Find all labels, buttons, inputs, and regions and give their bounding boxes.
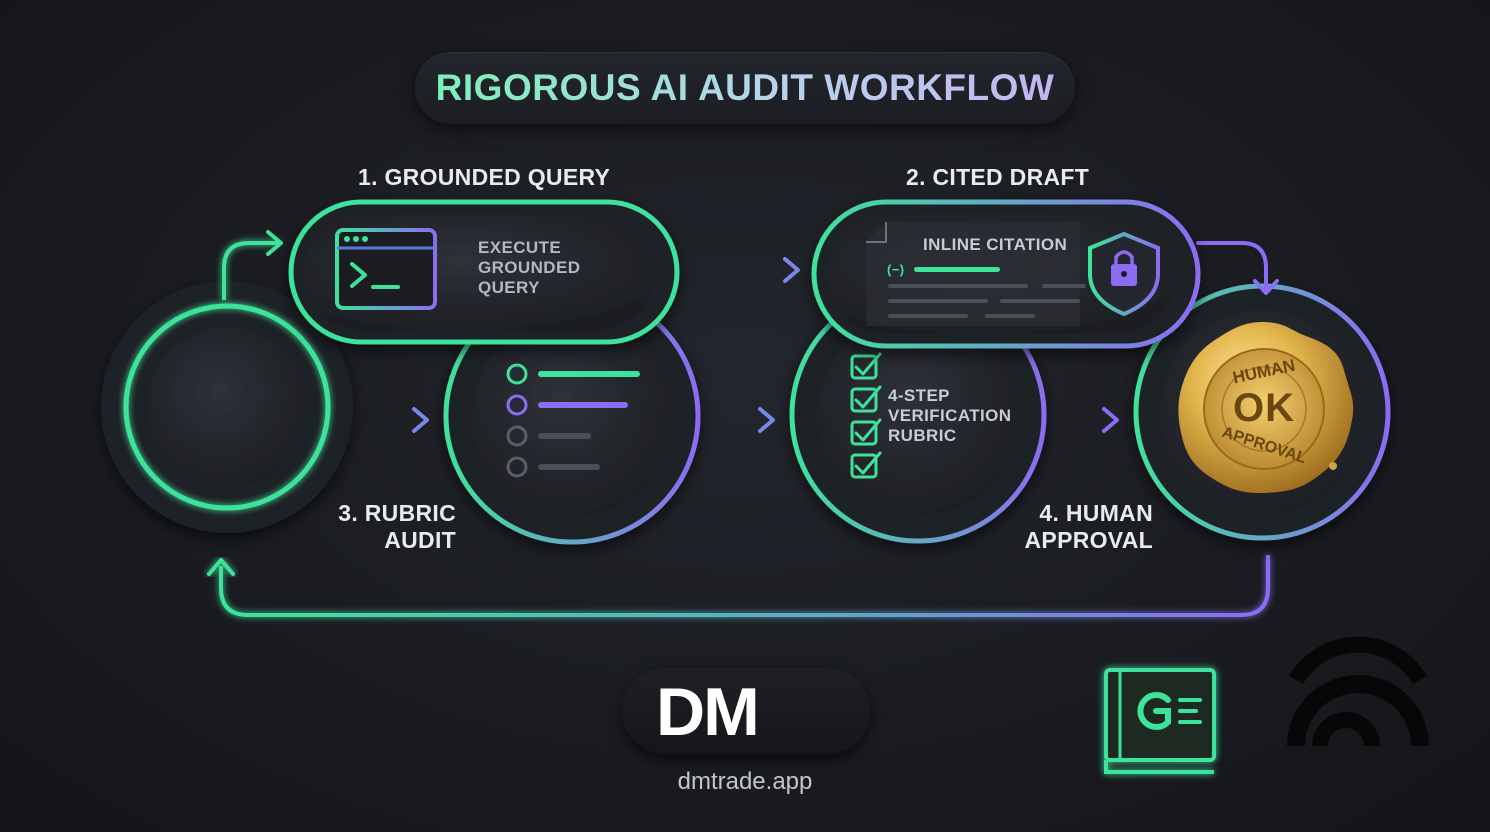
step-2-label: 2. CITED DRAFT: [906, 164, 1090, 190]
approval-seal: [1178, 322, 1354, 494]
flow-arrows: [366, 241, 1279, 433]
step-4-label: 4. HUMAN APPROVAL: [1024, 500, 1153, 553]
step-1-label: 1. GROUNDED QUERY: [358, 164, 611, 190]
rubric-checklist: [506, 363, 640, 478]
shield-lock-icon: [1088, 231, 1160, 317]
checkbox-icon: [850, 352, 882, 479]
seal-center-text: OK: [1233, 386, 1295, 430]
step-3-label: 3. RUBRIC AUDIT: [338, 500, 456, 553]
signal-arcs-icon: [1287, 636, 1429, 747]
document-icon: [866, 222, 1086, 326]
start-to-query-arrow: [222, 241, 278, 300]
feedback-arrow-head: [207, 558, 235, 576]
brand-logo-text: DM: [656, 674, 760, 750]
page-title: RIGOROUS AI AUDIT WORKFLOW: [435, 67, 1055, 108]
brand-pill: [622, 668, 870, 754]
feedback-loop-line: [219, 555, 1270, 617]
terminal-icon: [335, 228, 437, 310]
title-pill: RIGOROUS AI AUDIT WORKFLOW: [415, 52, 1075, 124]
guide-book-icon: [1104, 668, 1216, 774]
citation-marker: (−): [887, 262, 905, 277]
query-card-text: EXECUTE GROUNDED QUERY: [478, 238, 581, 297]
verification-text: 4-STEP VERIFICATION RUBRIC: [888, 386, 1012, 445]
brand-url[interactable]: dmtrade.app: [677, 768, 813, 795]
start-node: [101, 281, 353, 533]
inline-citation-label: INLINE CITATION: [923, 235, 1068, 254]
